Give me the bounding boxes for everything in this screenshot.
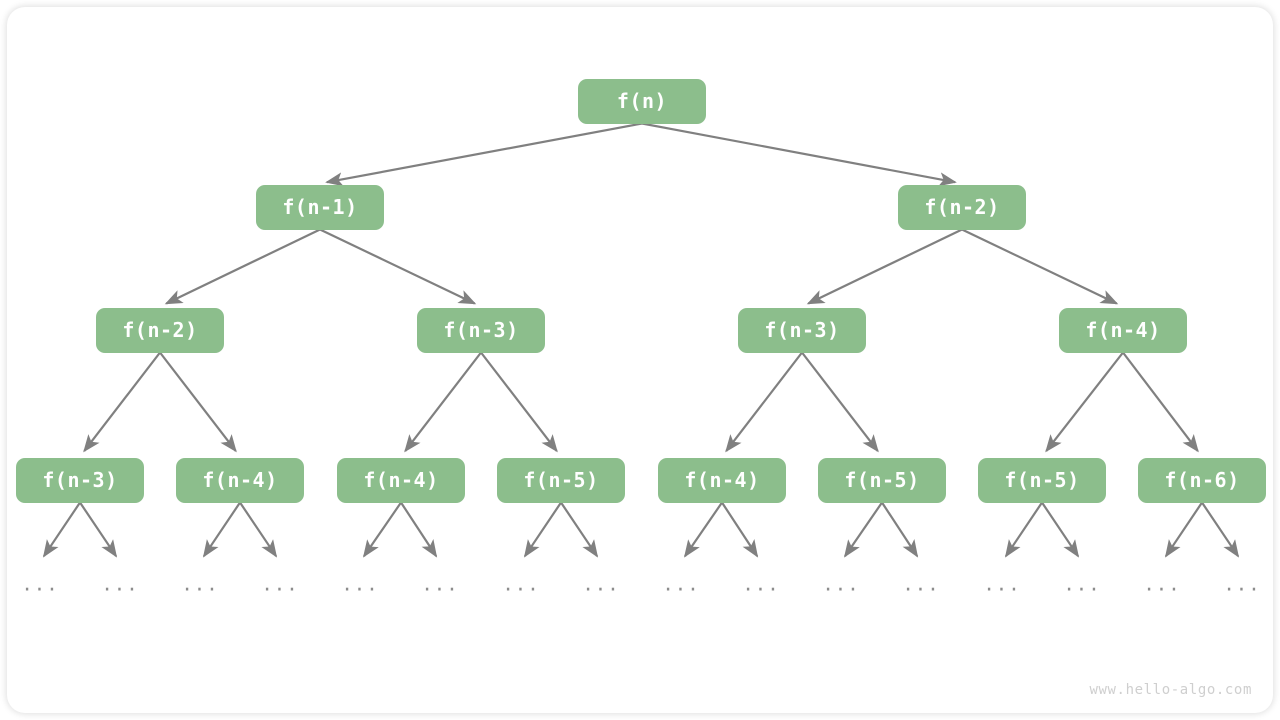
ellipsis-marker: ... [341, 573, 379, 596]
tree-node-label: f(n-3) [443, 318, 519, 342]
tree-node-label: f(n-4) [202, 468, 278, 492]
tree-node-n11[interactable]: f(n-4) [658, 457, 786, 503]
tree-node-n12[interactable]: f(n-5) [818, 457, 946, 503]
tree-node-n1[interactable]: f(n-1) [256, 184, 384, 230]
ellipsis-marker: ... [983, 573, 1021, 596]
tree-node-n10[interactable]: f(n-5) [497, 457, 625, 503]
tree-node-n6[interactable]: f(n-4) [1059, 307, 1187, 353]
tree-node-label: f(n) [616, 89, 668, 113]
ellipsis-marker: ... [421, 573, 459, 596]
ellipsis-marker: ... [101, 573, 139, 596]
ellipsis-marker: ... [21, 573, 59, 596]
tree-node-n3[interactable]: f(n-2) [96, 307, 224, 353]
tree-node-label: f(n-1) [282, 195, 358, 219]
tree-node-label: f(n-6) [1164, 468, 1240, 492]
tree-node-n8[interactable]: f(n-4) [176, 457, 304, 503]
ellipsis-marker: ... [662, 573, 700, 596]
tree-node-n7[interactable]: f(n-3) [16, 457, 144, 503]
tree-node-n14[interactable]: f(n-6) [1138, 457, 1266, 503]
tree-node-n5[interactable]: f(n-3) [738, 307, 866, 353]
ellipsis-marker: ... [181, 573, 219, 596]
tree-node-label: f(n-5) [844, 468, 920, 492]
tree-node-label: f(n-2) [924, 195, 1000, 219]
ellipsis-marker: ... [502, 573, 540, 596]
tree-node-n13[interactable]: f(n-5) [978, 457, 1106, 503]
tree-node-n9[interactable]: f(n-4) [337, 457, 465, 503]
tree-node-label: f(n-5) [523, 468, 599, 492]
tree-node-n0[interactable]: f(n) [578, 78, 706, 124]
tree-node-n4[interactable]: f(n-3) [417, 307, 545, 353]
tree-node-label: f(n-4) [363, 468, 439, 492]
watermark: www.hello-algo.com [1089, 682, 1252, 698]
ellipsis-marker: ... [742, 573, 780, 596]
ellipsis-marker: ... [902, 573, 940, 596]
ellipsis-marker: ... [1223, 573, 1261, 596]
tree-node-label: f(n-3) [764, 318, 840, 342]
tree-node-label: f(n-3) [42, 468, 118, 492]
ellipsis-marker: ... [1143, 573, 1181, 596]
tree-node-label: f(n-4) [1085, 318, 1161, 342]
ellipsis-marker: ... [582, 573, 620, 596]
tree-node-label: f(n-5) [1004, 468, 1080, 492]
ellipsis-marker: ... [1063, 573, 1101, 596]
tree-node-label: f(n-4) [684, 468, 760, 492]
ellipsis-marker: ... [822, 573, 860, 596]
tree-node-n2[interactable]: f(n-2) [898, 184, 1026, 230]
ellipsis-marker: ... [261, 573, 299, 596]
tree-node-label: f(n-2) [122, 318, 198, 342]
